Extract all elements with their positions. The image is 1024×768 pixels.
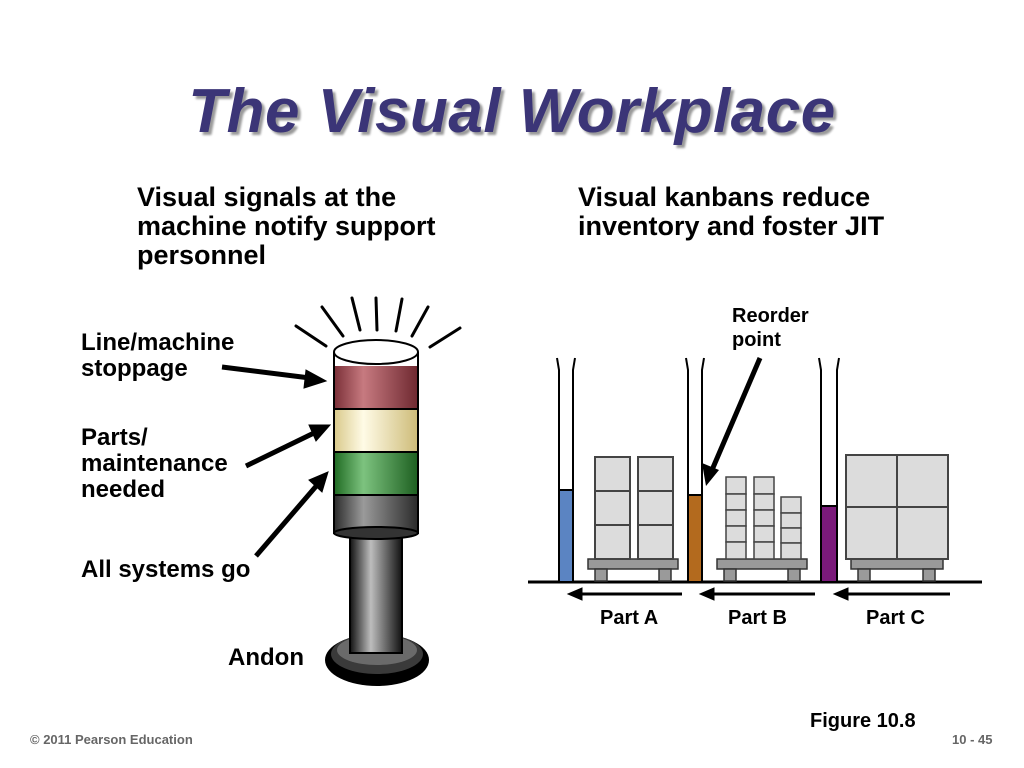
yellow-light-segment: [333, 408, 419, 453]
part-c-stack: [845, 454, 949, 560]
part-b-stack: [725, 476, 802, 560]
footer-page-number: 10 - 45: [952, 732, 993, 747]
label-parts-maintenance: Parts/ maintenance needed: [81, 424, 228, 503]
footer-copyright: © 2011 Pearson Education: [30, 732, 193, 747]
part-a-stack: [594, 456, 674, 560]
reorder-point-arrow: [702, 357, 763, 486]
andon-arrows: [221, 364, 332, 558]
tube-fill-b: [687, 494, 703, 583]
tube-fill-c: [820, 505, 838, 583]
label-andon: Andon: [228, 644, 304, 671]
green-light-segment: [333, 451, 419, 496]
right-heading: Visual kanbans reduce inventory and fost…: [578, 182, 885, 241]
flow-arrows: [566, 587, 950, 601]
slide-title: The Visual Workplace: [188, 77, 836, 146]
reorder-point-label: Reorder point: [732, 305, 809, 351]
part-b-label: Part B: [728, 607, 787, 629]
part-c-label: Part C: [866, 607, 925, 629]
left-heading: Visual signals at the machine notify sup…: [137, 182, 436, 270]
label-line-stoppage: Line/machine stoppage: [81, 329, 235, 382]
part-a-label: Part A: [600, 607, 659, 629]
light-rays: [294, 296, 462, 349]
label-all-systems-go: All systems go: [81, 556, 251, 583]
figure-label: Figure 10.8: [810, 710, 916, 732]
tube-fill-a: [558, 489, 574, 583]
